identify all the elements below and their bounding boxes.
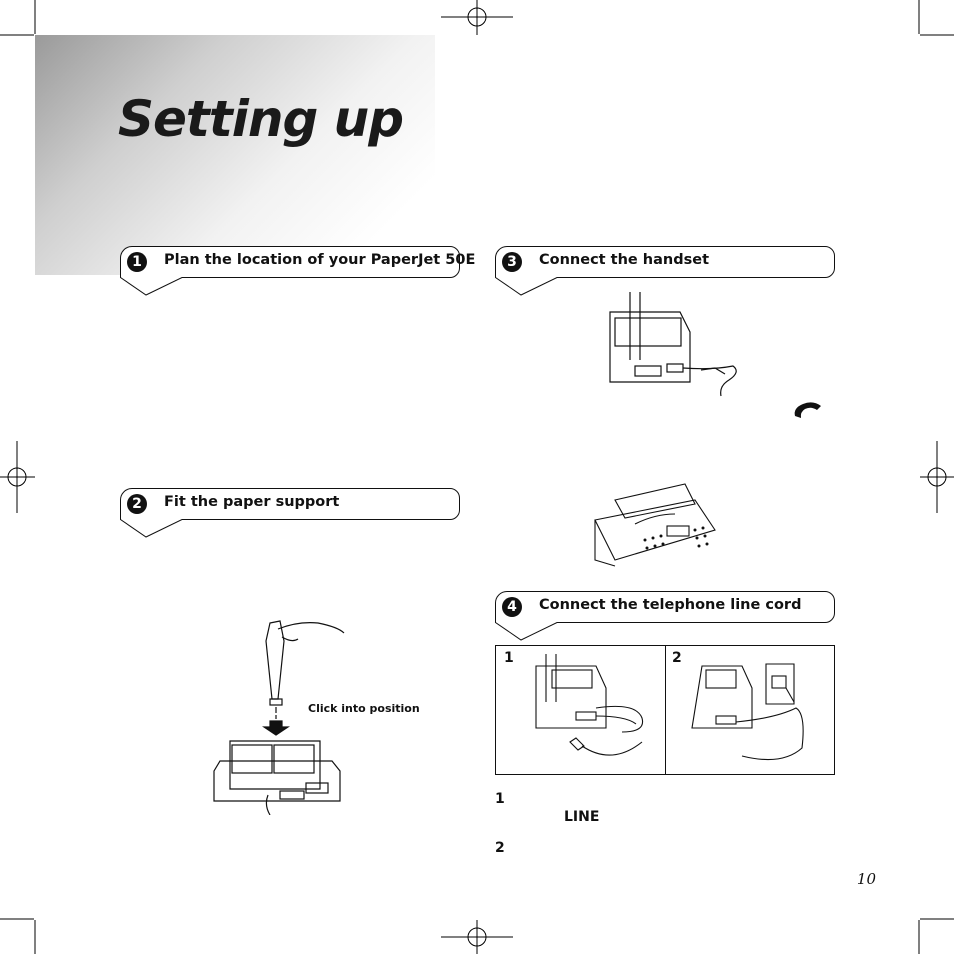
section-number-1: 1 — [127, 252, 147, 272]
header-gradient — [35, 35, 435, 275]
page-title: Setting up — [118, 90, 404, 148]
paper-support-caption: Click into position — [308, 702, 420, 715]
fax-machine-illustration — [594, 483, 716, 567]
section-title-3: Connect the handset — [539, 252, 709, 268]
section-number-3: 3 — [502, 252, 522, 272]
step-1-number: 1 — [495, 791, 505, 807]
section-title-2: Fit the paper support — [164, 494, 340, 510]
section-heading-1: 1 Plan the location of your PaperJet 50E — [120, 246, 475, 296]
handset-icon — [794, 402, 821, 418]
section-heading-3: 3 Connect the handset — [495, 246, 835, 296]
section-number-4: 4 — [502, 597, 522, 617]
section-heading-2: 2 Fit the paper support — [120, 488, 460, 538]
page-number: 10 — [856, 870, 876, 888]
line-cord-illustration-1 — [535, 654, 644, 756]
panel-label-1: 1 — [504, 650, 514, 666]
section-heading-4: 4 Connect the telephone line cord — [495, 591, 835, 641]
line-cord-illustration-2 — [691, 663, 804, 761]
handset-connection-illustration — [609, 292, 737, 397]
panel-label-2: 2 — [672, 650, 682, 666]
step-2-number: 2 — [495, 840, 505, 856]
paper-support-illustration — [213, 620, 345, 815]
section-title-4: Connect the telephone line cord — [539, 597, 802, 613]
section-title-1: Plan the location of your PaperJet 50E — [164, 252, 476, 268]
line-keyword: LINE — [564, 809, 600, 825]
line-cord-divider — [665, 646, 666, 774]
section-number-2: 2 — [127, 494, 147, 514]
line-cord-panels: 1 2 — [495, 645, 835, 775]
